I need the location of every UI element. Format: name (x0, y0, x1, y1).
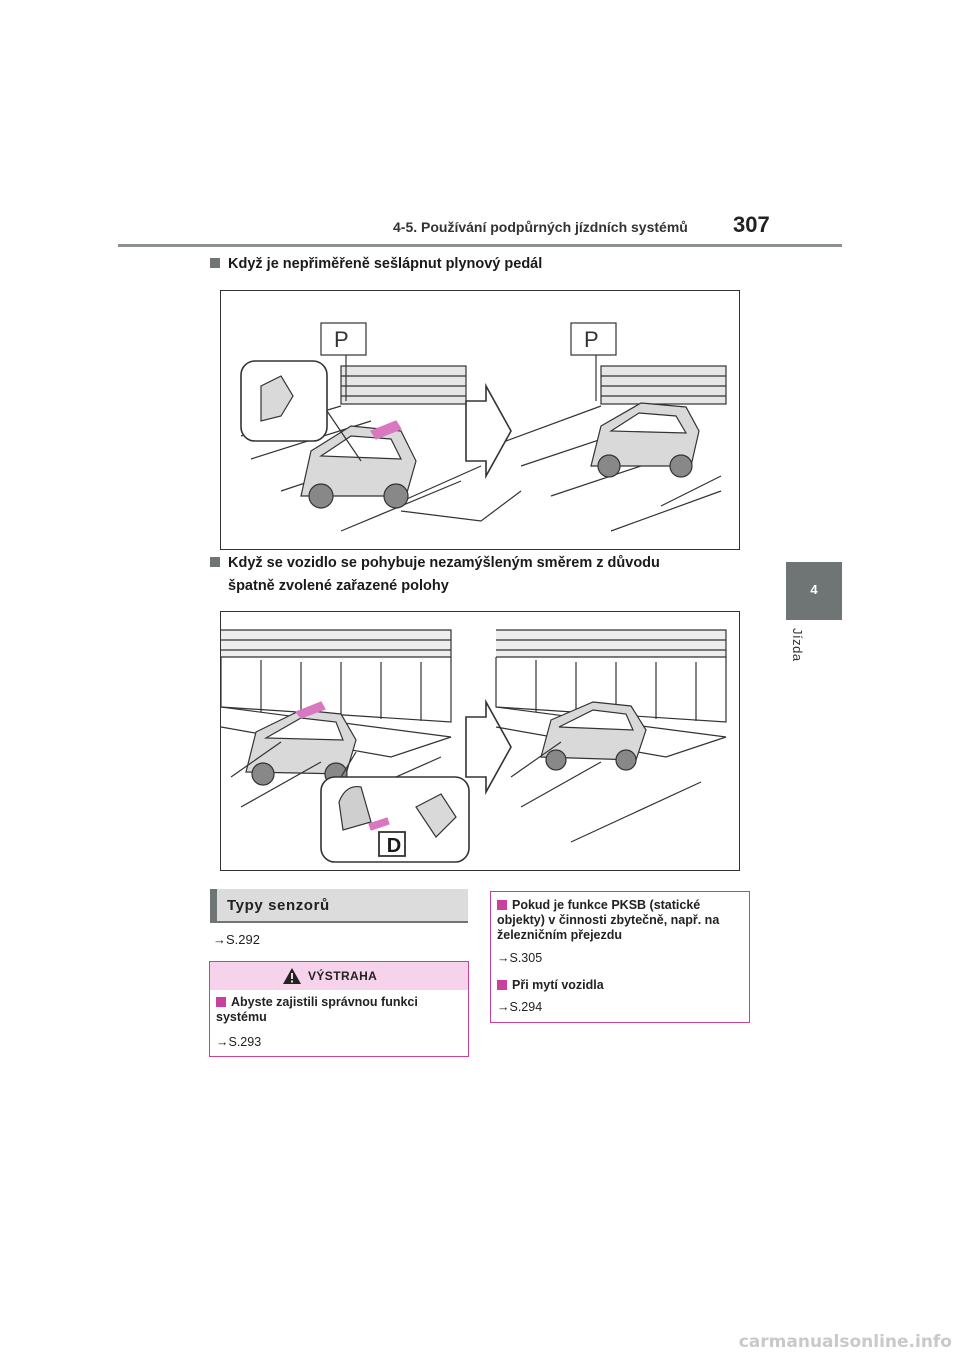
info-page-ref-2[interactable]: →S.294 (497, 1000, 543, 1014)
watermark: carmanualsonline.info (738, 1332, 952, 1352)
heading-accelerator: Když je nepřiměřeně sešlápnut plynový pe… (210, 256, 542, 272)
chapter-number: 4 (810, 582, 818, 597)
info-item-washing: Při mytí vozidla (497, 978, 742, 993)
heading-text: Když se vozidlo se pohybuje nezamýšleným… (228, 555, 660, 571)
page-number: 307 (733, 212, 770, 237)
info-item-text: Pokud je funkce PKSB (statické objekty) … (497, 898, 720, 942)
heading-wrong-gear: Když se vozidlo se pohybuje nezamýšleným… (210, 555, 660, 571)
heading-wrong-gear-line2: špatně zvolené zařazené polohy (228, 578, 449, 594)
warning-item: Abyste zajistili správnou funkci systému (216, 995, 461, 1025)
bullet-square-icon (210, 557, 220, 567)
header-rule (118, 244, 842, 247)
info-item-text: Při mytí vozidla (512, 978, 604, 992)
section-title: 4-5. Používání podpůrných jízdních systé… (393, 219, 688, 235)
section-sensor-types: Typy senzorů (210, 889, 468, 923)
svg-text:P: P (334, 327, 349, 352)
heading-text: Když je nepřiměřeně sešlápnut plynový pe… (228, 256, 543, 272)
section-title-text: Typy senzorů (227, 897, 330, 914)
bullet-square-icon (497, 980, 507, 990)
warning-header (210, 962, 468, 990)
warning-box: VÝSTRAHA Abyste zajistili správnou funkc… (209, 961, 469, 1057)
warning-title: VÝSTRAHA (308, 969, 378, 983)
gear-d-label: D (386, 835, 402, 857)
parking-accelerator-illustration: P P (240, 322, 727, 532)
figure-accelerator-illustration: P P (220, 290, 740, 550)
info-page-ref-1[interactable]: →S.305 (497, 951, 543, 965)
figure-wrong-gear-illustration: D (220, 611, 740, 871)
info-item-pksb: Pokud je funkce PKSB (statické objekty) … (497, 898, 742, 943)
chapter-label: Jízda (790, 628, 805, 662)
svg-text:P: P (584, 327, 599, 352)
bullet-square-icon (216, 997, 226, 1007)
bullet-square-icon (497, 900, 507, 910)
store-front-illustration (220, 629, 727, 863)
info-box: Pokud je funkce PKSB (statické objekty) … (490, 891, 750, 1023)
warning-triangle-icon (283, 968, 301, 984)
bullet-square-icon (210, 258, 220, 268)
chapter-tab (786, 562, 842, 620)
warning-item-text: Abyste zajistili správnou funkci systému (216, 995, 418, 1024)
sensor-page-ref[interactable]: →S.292 (213, 932, 260, 947)
warning-page-ref[interactable]: →S.293 (216, 1035, 262, 1049)
